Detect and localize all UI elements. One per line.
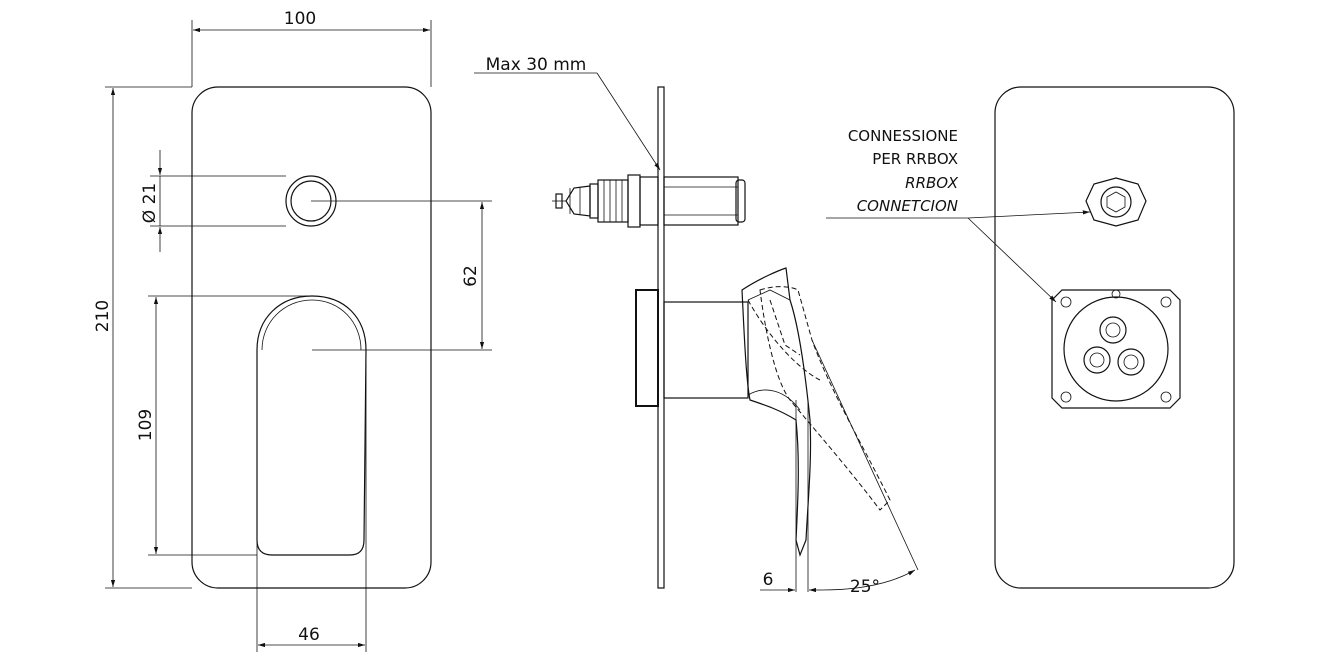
- note-connection-en-1: RRBOX: [905, 174, 959, 192]
- max-depth-label: Max 30 mm: [486, 55, 587, 75]
- rrbox-connector: [1085, 177, 1147, 227]
- diverter-cartridge: [552, 174, 746, 228]
- dim-handle-width-label: 46: [298, 625, 320, 645]
- lever-solid: [741, 267, 812, 557]
- mixer-body: [635, 289, 749, 407]
- max-depth-leader: [596, 72, 661, 171]
- rrbox-leader-1: [967, 210, 1091, 219]
- note-connection-en-2: CONNETCION: [857, 197, 958, 215]
- lever-angle-label: 25°: [850, 577, 880, 597]
- note-connection-it-1: CONNESSIONE: [848, 127, 958, 145]
- note-connection-it-2: PER RRBOX: [872, 150, 958, 168]
- back-plate-outline: [994, 86, 1235, 589]
- front-plate-outline: [191, 86, 432, 589]
- dim-knob-handle-label: 62: [461, 265, 481, 287]
- dim-knob-diameter-label: Ø 21: [140, 183, 160, 223]
- mixer-mount: [1051, 289, 1181, 409]
- handle-outline: [256, 295, 367, 556]
- dim-handle-height-label: 109: [136, 409, 156, 441]
- back-view: CONNESSIONE PER RRBOX RRBOX CONNETCION: [826, 86, 1235, 589]
- dim-height-label: 210: [93, 300, 113, 332]
- dim-width-label: 100: [284, 9, 316, 29]
- side-view: Max 30 mm: [474, 55, 919, 597]
- lever-offset-label: 6: [763, 570, 774, 590]
- front-view: 100 210 Ø 21 62 109 46: [93, 9, 492, 652]
- handle-inner-line: [261, 299, 362, 351]
- rrbox-leader-2: [967, 217, 1057, 303]
- lever-rotated-dashed: [759, 286, 891, 511]
- lever-angle-arc: [821, 569, 916, 591]
